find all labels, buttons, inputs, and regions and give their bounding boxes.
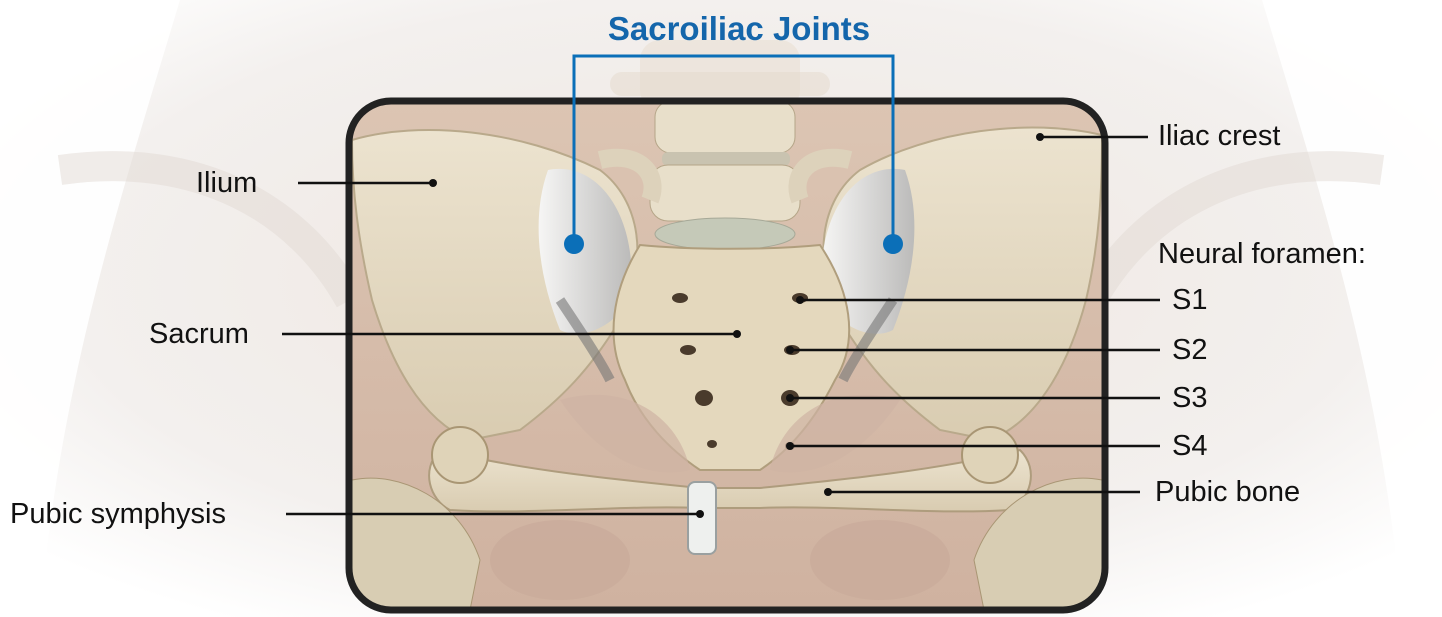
label-pubic-bone: Pubic bone [1155, 475, 1300, 509]
pelvis-framed-anatomy [349, 101, 1105, 610]
label-s2: S2 [1172, 333, 1207, 367]
symphysis-cartilage [688, 482, 716, 554]
label-s4: S4 [1172, 429, 1207, 463]
label-ilium: Ilium [196, 166, 257, 200]
label-sacrum: Sacrum [149, 317, 249, 351]
label-iliac-crest: Iliac crest [1158, 119, 1280, 153]
label-s3: S3 [1172, 381, 1207, 415]
right-si-joint-marker [883, 234, 903, 254]
diagram-title: Sacroiliac Joints [574, 10, 904, 48]
label-pubic-symphysis: Pubic symphysis [10, 497, 226, 531]
left-si-joint-marker [564, 234, 584, 254]
label-neural-foramen: Neural foramen: [1158, 237, 1366, 271]
label-s1: S1 [1172, 283, 1207, 317]
